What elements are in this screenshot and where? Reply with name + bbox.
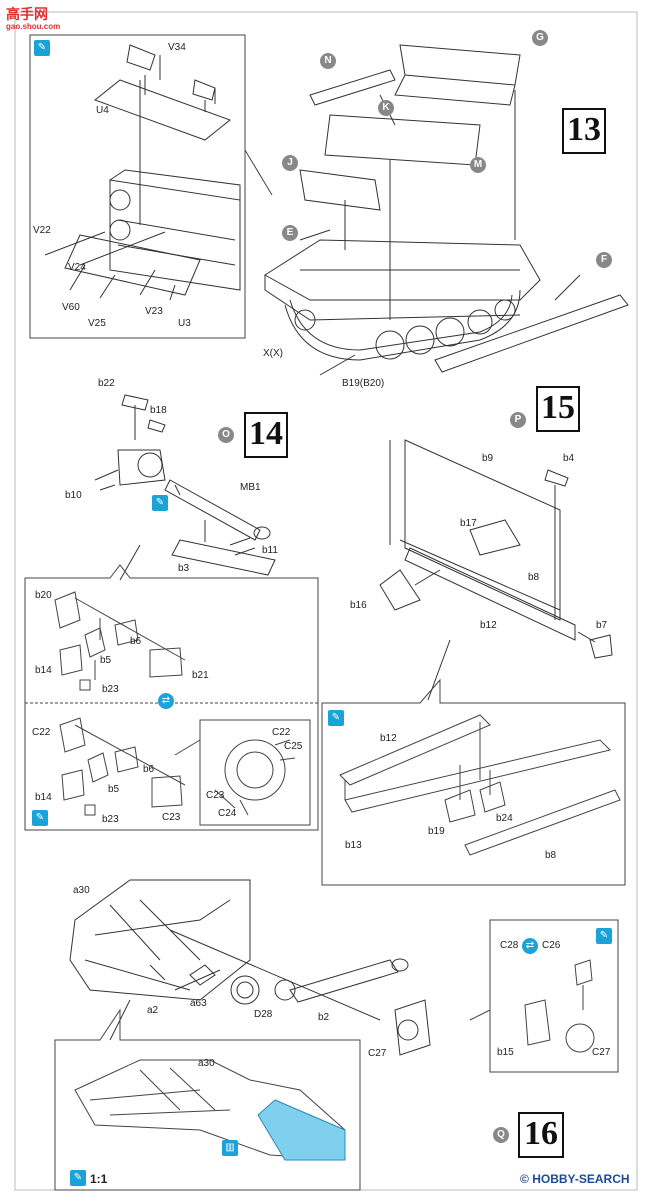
part-label: b15 xyxy=(497,1047,514,1058)
part-label: C23 xyxy=(162,812,181,823)
step-14-number: 14 xyxy=(244,412,288,458)
part-label: b6 xyxy=(143,764,155,775)
part-label: b23 xyxy=(102,684,119,695)
watermark-logo: 高手网 xyxy=(6,6,48,22)
scale-label: 1:1 xyxy=(90,1172,108,1186)
step-16-number: 16 xyxy=(518,1112,564,1158)
part-label: b11 xyxy=(262,545,278,556)
part-label: V23 xyxy=(145,306,163,317)
section-g: G xyxy=(532,30,548,46)
glue-icon: ✎ xyxy=(596,928,612,944)
glue-icon: ✎ xyxy=(70,1170,86,1186)
part-label: b2 xyxy=(318,1012,330,1023)
part-label: b5 xyxy=(108,784,120,795)
part-label: B19(B20) xyxy=(342,378,385,389)
part-label: C23 xyxy=(206,790,225,801)
step-15-number: 15 xyxy=(536,386,580,432)
part-label: b3 xyxy=(178,563,190,574)
part-label: b4 xyxy=(563,453,575,464)
part-label: D28 xyxy=(254,1009,273,1020)
part-label: b9 xyxy=(482,453,494,464)
part-label: b24 xyxy=(496,813,513,824)
part-label: V34 xyxy=(168,42,186,53)
part-label: X(X) xyxy=(263,348,283,359)
section-q: Q xyxy=(493,1127,509,1143)
glue-icon: ✎ xyxy=(34,40,50,56)
part-label: C22 xyxy=(272,727,291,738)
section-o: O xyxy=(218,427,234,443)
part-label: b12 xyxy=(380,733,397,744)
part-label: a30 xyxy=(73,885,90,896)
section-m: M xyxy=(470,157,486,173)
step13-main-lines xyxy=(264,44,629,376)
part-label: b22 xyxy=(98,378,115,389)
section-n: N xyxy=(320,53,336,69)
step-13-number: 13 xyxy=(562,108,606,154)
part-label: V24 xyxy=(68,262,86,273)
step14-lines xyxy=(94,394,276,581)
part-label: b18 xyxy=(150,405,167,416)
highlighted-part xyxy=(257,1099,346,1161)
part-label: b19 xyxy=(428,826,445,837)
part-label: C22 xyxy=(32,727,51,738)
part-label: C27 xyxy=(368,1048,387,1059)
part-label: C27 xyxy=(592,1047,611,1058)
part-label: b17 xyxy=(460,518,477,529)
section-j: J xyxy=(282,155,298,171)
section-e: E xyxy=(282,225,298,241)
part-label: b16 xyxy=(350,600,367,611)
section-p: P xyxy=(510,412,526,428)
part-label: C24 xyxy=(218,808,237,819)
part-label: a2 xyxy=(147,1005,159,1016)
part-label: b8 xyxy=(545,850,557,861)
section-f: F xyxy=(596,252,612,268)
glue-icon: ✎ xyxy=(328,710,344,726)
part-label: b12 xyxy=(480,620,497,631)
glue-icon: ✎ xyxy=(32,810,48,826)
part-label: C26 xyxy=(542,940,561,951)
part-label: b14 xyxy=(35,665,52,676)
part-label: b23 xyxy=(102,814,119,825)
step13-inset-lines xyxy=(29,34,273,339)
part-label: U4 xyxy=(96,105,109,116)
step15-lines xyxy=(379,439,613,701)
part-label: C28 xyxy=(500,940,519,951)
section-k: K xyxy=(378,100,394,116)
part-label: b5 xyxy=(100,655,112,666)
part-label: a63 xyxy=(190,998,207,1009)
brand-logo: © HOBBY-SEARCH xyxy=(520,1172,630,1186)
alternate-icon: ⇄ xyxy=(522,938,538,954)
part-label: b13 xyxy=(345,840,362,851)
part-label: V22 xyxy=(33,225,51,236)
part-label: U3 xyxy=(178,318,191,329)
part-label: b10 xyxy=(65,490,82,501)
part-label: b21 xyxy=(192,670,209,681)
step15-inset-lines xyxy=(321,678,626,886)
watermark-site: gao.shou.com xyxy=(6,22,61,31)
part-label: b6 xyxy=(130,636,142,647)
paint-icon: ▥ xyxy=(222,1140,238,1156)
part-label: C25 xyxy=(284,741,303,752)
alternate-icon: ⇄ xyxy=(158,693,174,709)
part-label: b20 xyxy=(35,590,52,601)
part-label: a30 xyxy=(198,1058,215,1069)
part-label: b8 xyxy=(528,572,540,583)
part-label: MB1 xyxy=(240,482,261,493)
part-label: b14 xyxy=(35,792,52,803)
part-label: V60 xyxy=(62,302,80,313)
step16-lines xyxy=(69,879,431,1056)
glue-icon: ✎ xyxy=(152,495,168,511)
part-label: b7 xyxy=(596,620,608,631)
part-label: V25 xyxy=(88,318,106,329)
